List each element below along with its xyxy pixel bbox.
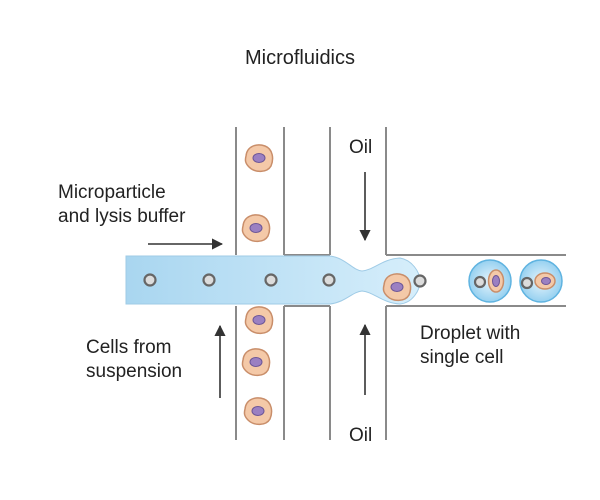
microparticle-label-line1: Microparticle [58,182,166,203]
flow-arrows [148,172,371,398]
bead-3 [264,273,278,287]
bead-forming-droplet [413,274,427,288]
microparticle-label-line2: and lysis buffer [58,206,186,227]
microbeads [143,273,427,288]
oil-top-label: Oil [349,137,373,158]
cells-lower-channel [241,306,274,426]
bead-1 [143,273,157,287]
cell [241,214,271,243]
cell [241,348,271,377]
droplet-label-line1: Droplet with [420,323,521,344]
droplet-label-line2: single cell [420,347,504,368]
cell [243,397,273,426]
cells-label: Cells from suspension [86,336,182,384]
droplet-1 [468,259,512,303]
microparticle-label: Microparticle and lysis buffer [58,181,185,229]
cells-label-line2: suspension [86,361,183,382]
cell [244,144,274,173]
droplet-label: Droplet with single cell [420,322,520,370]
cell [244,306,274,335]
bead-4 [322,273,336,287]
cell-being-encapsulated [382,273,412,302]
oil-bottom-label: Oil [349,425,373,446]
cells-label-line1: Cells from [86,337,172,358]
channel-walls [235,127,566,440]
droplet-2 [519,259,563,303]
cells-upper-channel [241,144,274,243]
bead-2 [202,273,216,287]
diagram-title: Microfluidics [244,47,356,69]
